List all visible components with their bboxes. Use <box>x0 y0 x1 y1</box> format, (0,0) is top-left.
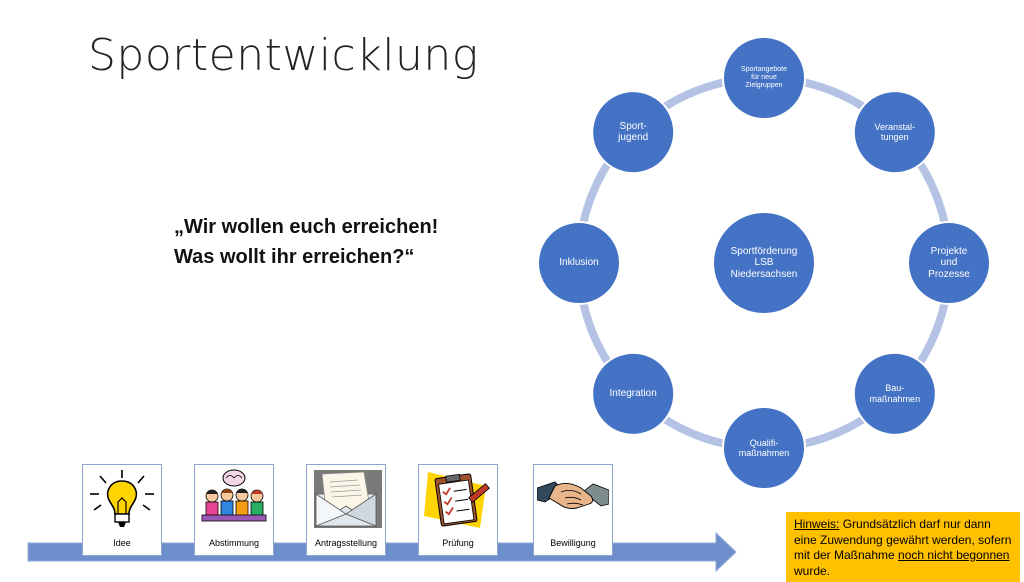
meeting-people-icon <box>201 469 267 522</box>
step-label-idee: Idee <box>113 538 131 548</box>
cycle-node-label: Projekte und Prozesse <box>928 245 970 280</box>
step-label-abstimmung: Abstimmung <box>208 538 260 548</box>
step-antragsstellung-card <box>306 464 386 556</box>
cycle-node-circle <box>591 351 676 436</box>
cycle-node-circle <box>907 221 991 305</box>
hint-text-a: Grundsätzlich darf nur dann eine Zuwendu… <box>794 517 1012 562</box>
step-pruefung-card <box>418 464 498 556</box>
envelope-letter-icon <box>314 470 382 528</box>
cycle-center-circle <box>712 211 816 315</box>
cycle-center-label: Sportförderung LSB Niedersachsen <box>730 245 798 280</box>
cycle-node-circle <box>852 90 937 175</box>
step-label-antragsstellung: Antragsstellung <box>314 538 378 548</box>
hint-underlined: noch nicht begonnen <box>898 548 1010 562</box>
quote-line-2: Was wollt ihr erreichen?“ <box>174 246 415 268</box>
page-title: Sportentwicklung <box>88 30 479 81</box>
cycle-node-label: Integration <box>609 388 657 400</box>
step-bewilligung-card <box>533 464 613 556</box>
cycle-node-circle <box>722 406 806 490</box>
cycle-node-circle <box>852 351 937 436</box>
step-abstimmung-card <box>194 464 274 556</box>
cycle-node-label: Bau- maßnahmen <box>869 383 921 404</box>
cycle-node-circle <box>591 90 676 175</box>
cycle-node-label: Inklusion <box>559 257 599 269</box>
hint-text-b: wurde. <box>794 563 831 578</box>
hint-label: Hinweis: <box>794 517 840 531</box>
hint-box: Hinweis: Grundsätzlich darf nur dann ein… <box>786 512 1020 582</box>
cycle-node-label: Sportangebote für neue Zielgruppen <box>741 65 787 90</box>
step-idee-card <box>82 464 162 556</box>
handshake-icon <box>537 481 609 509</box>
cycle-node-circle <box>722 36 806 120</box>
cycle-node-label: Veranstal- tungen <box>874 121 916 143</box>
cycle-node-circle <box>537 221 621 305</box>
step-label-bewilligung: Bewilligung <box>550 538 596 548</box>
quote-line-1: „Wir wollen euch erreichen! <box>174 216 439 238</box>
cycle-node-label: Sport- jugend <box>618 120 649 144</box>
step-label-pruefung: Prüfung <box>442 538 474 548</box>
clipboard-checklist-icon <box>424 472 490 528</box>
cycle-node-label: Qualifi- maßnahmen <box>738 437 790 458</box>
light-bulb-icon <box>90 470 154 527</box>
quote-text: „Wir wollen euch erreichen! Was wollt ih… <box>174 212 438 272</box>
